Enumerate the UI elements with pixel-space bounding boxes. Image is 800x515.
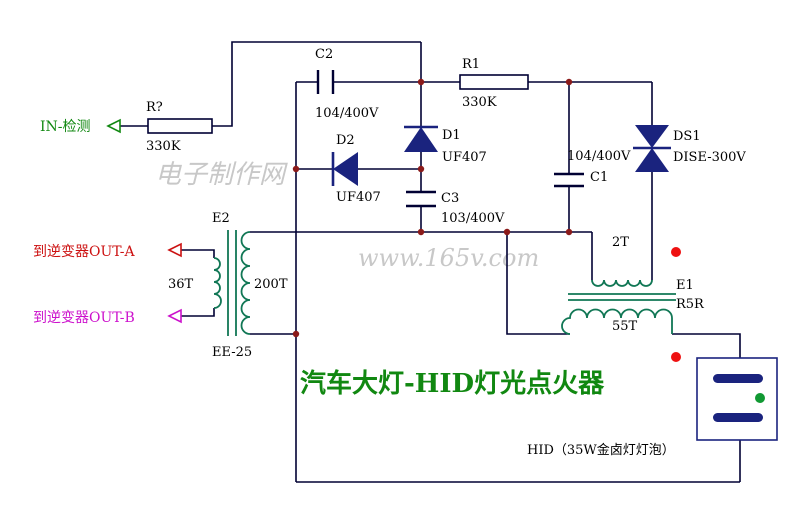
c3-value: 103/400V [441, 211, 505, 226]
d1-ref: D1 [442, 128, 461, 143]
out-a-label: 到逆变器OUT-A [33, 244, 136, 260]
diode-d1: D1 UF407 [404, 125, 487, 165]
e1-core: R5R [676, 297, 705, 312]
c1-value: 104/400V [567, 149, 631, 164]
watermark-url: www.165v.com [358, 244, 539, 272]
e2-core: EE-25 [212, 345, 252, 360]
junctions [292, 78, 573, 338]
r1-ref: R1 [462, 57, 480, 72]
capacitor-c2: C2 104/400V [315, 47, 379, 121]
hid-lamp: HID（35W金卤灯灯泡） [527, 357, 778, 458]
watermark-cn: 电子制作网 [155, 160, 288, 190]
r-in-ref: R? [146, 100, 163, 115]
diagram-title: 汽车大灯-HID灯光点火器 [300, 368, 605, 399]
capacitor-c3: C3 103/400V [406, 190, 505, 226]
sidac-ds1: DS1 DISE-300V [633, 125, 746, 172]
e2-primary-turns: 36T [168, 277, 194, 292]
d2-value: UF407 [336, 190, 381, 205]
transformer-e2: E2 36T 200T EE-25 [168, 211, 288, 360]
r-in-value: 330K [146, 139, 181, 154]
c2-value: 104/400V [315, 106, 379, 121]
transformer-e1: 2T E1 R5R 55T [561, 235, 705, 335]
c2-ref: C2 [315, 47, 333, 62]
input-label: IN-检测 [40, 119, 91, 135]
ds1-ref: DS1 [673, 129, 701, 144]
ds1-value: DISE-300V [673, 150, 746, 165]
e1-secondary-turns: 55T [612, 319, 638, 334]
polarity-dot-secondary [671, 352, 681, 362]
resistor-r1: R1 330K [459, 57, 529, 110]
e1-ref: E1 [676, 278, 694, 293]
d1-value: UF407 [442, 150, 487, 165]
d2-ref: D2 [336, 133, 355, 148]
wires [120, 41, 741, 483]
r1-value: 330K [462, 95, 497, 110]
input-terminal: IN-检测 [40, 118, 121, 135]
terminal-out-b: 到逆变器OUT-B [33, 308, 182, 326]
e1-primary-turns: 2T [612, 235, 629, 250]
c3-ref: C3 [441, 191, 459, 206]
lamp-label: HID（35W金卤灯灯泡） [527, 442, 675, 458]
e2-secondary-turns: 200T [254, 277, 288, 292]
diode-d2: D2 UF407 [331, 133, 381, 205]
out-b-label: 到逆变器OUT-B [33, 310, 135, 326]
resistor-r-in: R? 330K [146, 100, 213, 154]
c1-ref: C1 [590, 170, 608, 185]
e2-ref: E2 [212, 211, 230, 226]
polarity-dot-primary [671, 247, 681, 257]
capacitor-c1: 104/400V C1 [554, 149, 631, 188]
terminal-out-a: 到逆变器OUT-A [33, 242, 182, 260]
